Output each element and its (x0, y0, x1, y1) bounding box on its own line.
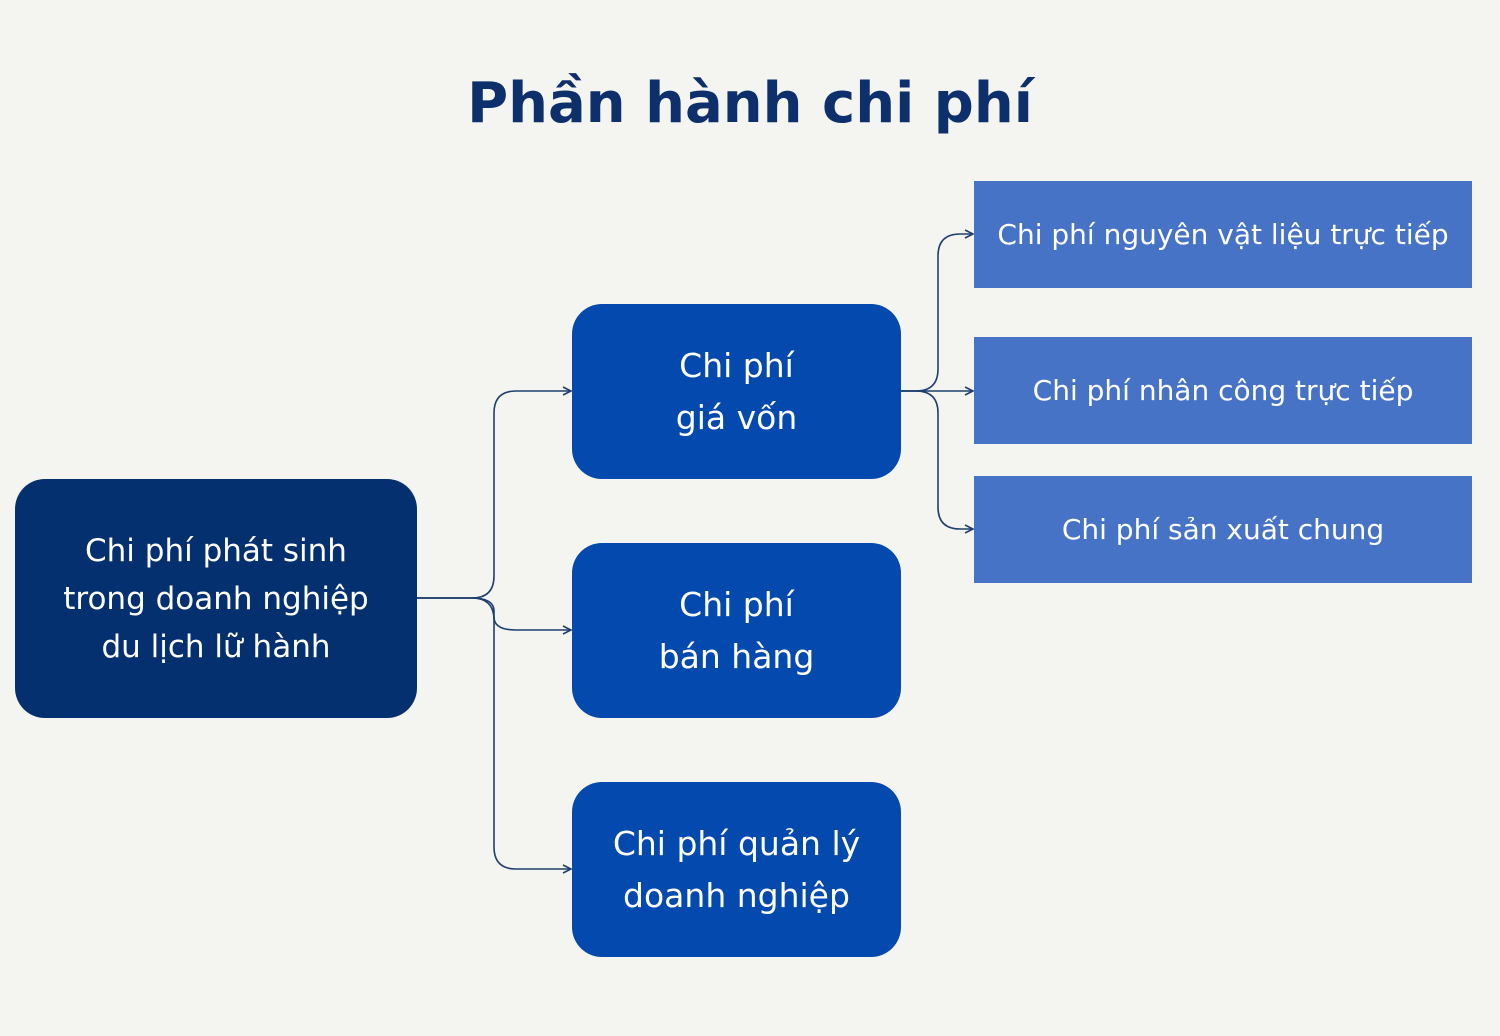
item-node-direct-labor: Chi phí nhân công trực tiếp (974, 337, 1472, 444)
item-node-direct-materials: Chi phí nguyên vật liệu trực tiếp (974, 181, 1472, 288)
item-label: Chi phí nhân công trực tiếp (1032, 373, 1414, 407)
category-line: doanh nghiệp (623, 875, 850, 915)
category-line: giá vốn (675, 397, 798, 437)
root-node-incurred-costs: Chi phí phát sinh trong doanh nghiệp du … (15, 479, 417, 718)
item-label: Chi phí nguyên vật liệu trực tiếp (997, 217, 1449, 251)
root-line: du lịch lữ hành (101, 628, 331, 665)
item-node-production-overhead: Chi phí sản xuất chung (974, 476, 1472, 583)
connector-cogs-to-materials (901, 234, 972, 392)
diagram-title: Phần hành chi phí (467, 71, 1033, 136)
category-line: Chi phí (679, 345, 794, 385)
category-line: Chi phí quản lý (612, 823, 861, 863)
category-line: Chi phí (679, 584, 794, 624)
root-line: Chi phí phát sinh (85, 532, 347, 569)
category-node-selling: Chi phí bán hàng (572, 543, 901, 718)
connector-root-to-cost-of-goods (417, 391, 570, 599)
category-node-management: Chi phí quản lý doanh nghiệp (572, 782, 901, 957)
category-node-cost-of-goods: Chi phí giá vốn (572, 304, 901, 479)
connector-root-to-management (417, 597, 570, 869)
category-line: bán hàng (658, 636, 815, 676)
item-label: Chi phí sản xuất chung (1061, 512, 1385, 546)
root-line: trong doanh nghiệp (63, 580, 369, 617)
connector-cogs-to-overhead (901, 390, 972, 529)
